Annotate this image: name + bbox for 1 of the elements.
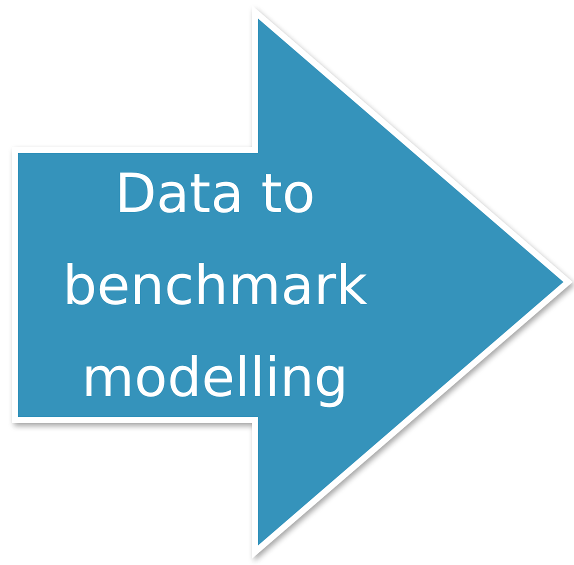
arrow-label: Data to benchmark modelling: [62, 161, 368, 411]
